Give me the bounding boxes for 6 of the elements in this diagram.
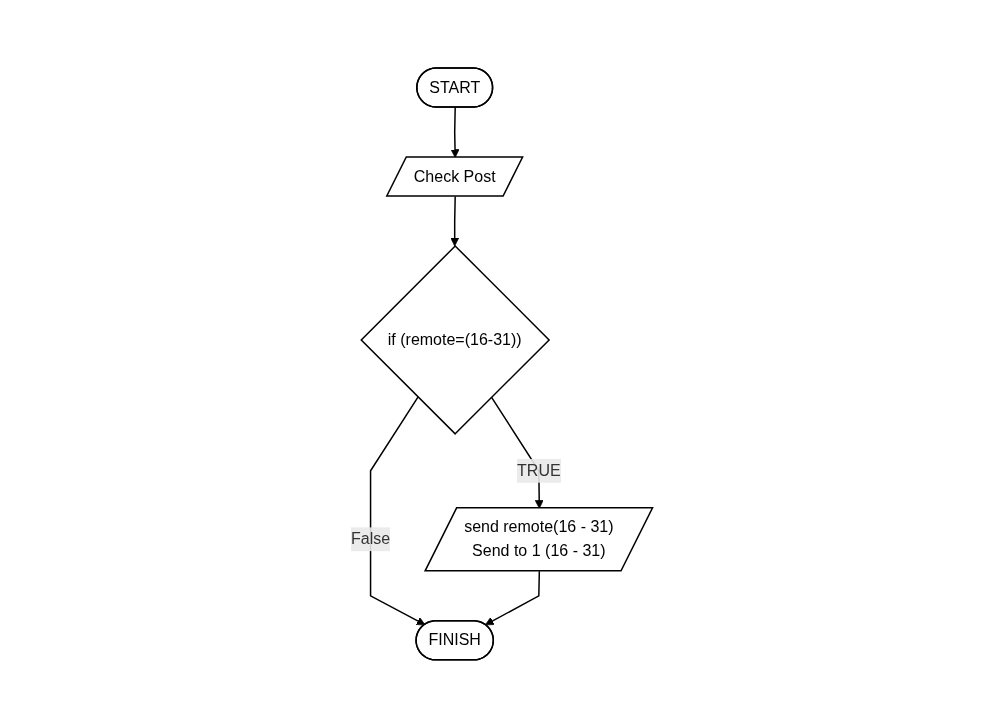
- edge-label: False: [351, 529, 391, 547]
- edge-label: TRUE: [517, 461, 561, 479]
- arrow: [370, 395, 426, 625]
- arrow: [485, 570, 541, 625]
- arrow: [450, 195, 460, 246]
- node-diamond: if (remote=(16-31)): [360, 244, 551, 435]
